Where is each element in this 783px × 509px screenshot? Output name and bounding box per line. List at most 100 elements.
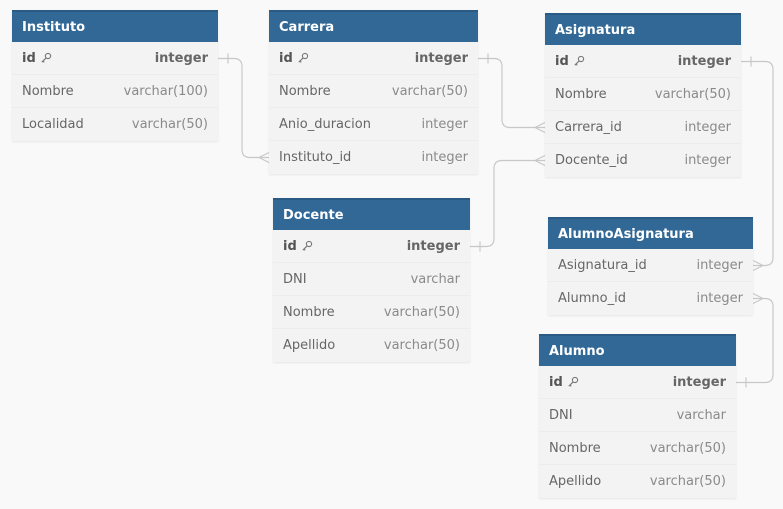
relation-many-marker — [752, 259, 764, 272]
field-row[interactable]: DNI varchar — [539, 399, 736, 432]
field-name: Docente_id — [555, 153, 628, 168]
field-name: Nombre — [283, 304, 335, 320]
field-type: integer — [421, 150, 468, 165]
field-type: integer — [406, 238, 460, 254]
field-name-wrap: Nombre — [555, 87, 607, 102]
relation-many-marker — [534, 121, 546, 134]
field-name-wrap: DNI — [283, 272, 307, 287]
field-name-wrap: Anio_duracion — [279, 117, 371, 132]
field-name: Carrera_id — [555, 119, 622, 135]
field-row[interactable]: Nombre varchar(50) — [273, 296, 470, 329]
field-name-wrap: Nombre — [283, 305, 335, 320]
field-name-wrap: Nombre — [279, 84, 331, 99]
field-row[interactable]: Nombre varchar(50) — [269, 75, 478, 108]
field-name-wrap: Nombre — [549, 441, 601, 456]
field-row[interactable]: id integer — [545, 45, 741, 78]
field-row[interactable]: Apellido varchar(50) — [539, 465, 736, 498]
field-type: varchar(50) — [383, 304, 460, 320]
field-name: id — [555, 53, 569, 69]
field-name: Asignatura_id — [558, 257, 647, 273]
field-name: Nombre — [22, 83, 74, 99]
field-row[interactable]: Localidad varchar(50) — [12, 108, 218, 141]
field-name: Instituto_id — [279, 150, 352, 165]
table-header[interactable]: Alumno — [539, 334, 736, 366]
field-type: varchar(50) — [649, 474, 726, 489]
field-name-wrap: Asignatura_id — [558, 258, 647, 273]
field-name: Nombre — [549, 440, 601, 456]
field-type: varchar(50) — [391, 83, 468, 99]
field-name-wrap: Carrera_id — [555, 120, 622, 135]
field-type: varchar(100) — [123, 83, 208, 99]
key-icon — [297, 52, 309, 64]
field-name-wrap: id — [279, 51, 309, 66]
field-name-wrap: id — [283, 239, 313, 254]
field-name: id — [283, 238, 297, 254]
field-name: Localidad — [22, 117, 84, 132]
field-type: varchar(50) — [383, 338, 460, 353]
field-name: Apellido — [283, 338, 336, 353]
table-header[interactable]: Asignatura — [545, 13, 741, 45]
relation-line — [478, 57, 545, 129]
field-row[interactable]: id integer — [12, 42, 218, 75]
field-name-wrap: Apellido — [549, 474, 601, 489]
field-name: DNI — [549, 407, 573, 423]
table-header[interactable]: Instituto — [12, 10, 218, 42]
field-name-wrap: id — [555, 54, 585, 69]
field-row[interactable]: Carrera_id integer — [545, 111, 741, 144]
table-header[interactable]: Carrera — [269, 10, 478, 42]
field-type: varchar — [410, 271, 460, 287]
field-type: integer — [414, 50, 468, 66]
table-header[interactable]: Docente — [273, 198, 470, 230]
field-name: Anio_duracion — [279, 116, 371, 132]
field-name-wrap: Localidad — [22, 117, 84, 132]
relation-line — [218, 57, 269, 159]
relation-line — [470, 159, 545, 248]
field-name-wrap: id — [22, 51, 52, 66]
key-icon — [40, 52, 52, 64]
field-row[interactable]: DNI varchar — [273, 263, 470, 296]
field-name-wrap: Instituto_id — [279, 150, 351, 165]
field-name-wrap: Apellido — [283, 338, 335, 353]
relation-many-marker — [752, 292, 764, 305]
field-name: Nombre — [555, 86, 607, 102]
key-icon — [301, 240, 313, 252]
relation-many-marker — [258, 151, 270, 164]
field-row[interactable]: Docente_id integer — [545, 144, 741, 177]
table-header[interactable]: AlumnoAsignatura — [548, 217, 753, 249]
field-row[interactable]: Nombre varchar(50) — [539, 432, 736, 465]
field-type: varchar — [676, 407, 726, 423]
field-name: id — [279, 50, 293, 66]
field-name: Apellido — [549, 474, 602, 489]
field-row[interactable]: Alumno_id integer — [548, 282, 753, 315]
field-type: integer — [696, 291, 743, 306]
field-row[interactable]: id integer — [273, 230, 470, 263]
field-name: Alumno_id — [558, 291, 626, 306]
field-name: Nombre — [279, 83, 331, 99]
field-name-wrap: Nombre — [22, 84, 74, 99]
field-type: integer — [677, 53, 731, 69]
field-name: DNI — [283, 271, 307, 287]
field-type: integer — [154, 50, 208, 66]
field-type: varchar(50) — [131, 117, 208, 132]
field-type: varchar(50) — [649, 440, 726, 456]
relation-many-marker — [534, 154, 546, 167]
field-type: integer — [684, 119, 731, 135]
field-row[interactable]: Apellido varchar(50) — [273, 329, 470, 362]
key-icon — [573, 55, 585, 67]
field-name: id — [22, 50, 36, 66]
field-row[interactable]: Nombre varchar(100) — [12, 75, 218, 108]
field-type: integer — [684, 153, 731, 168]
field-name: id — [549, 374, 563, 390]
field-row[interactable]: id integer — [269, 42, 478, 75]
field-row[interactable]: Instituto_id integer — [269, 141, 478, 174]
